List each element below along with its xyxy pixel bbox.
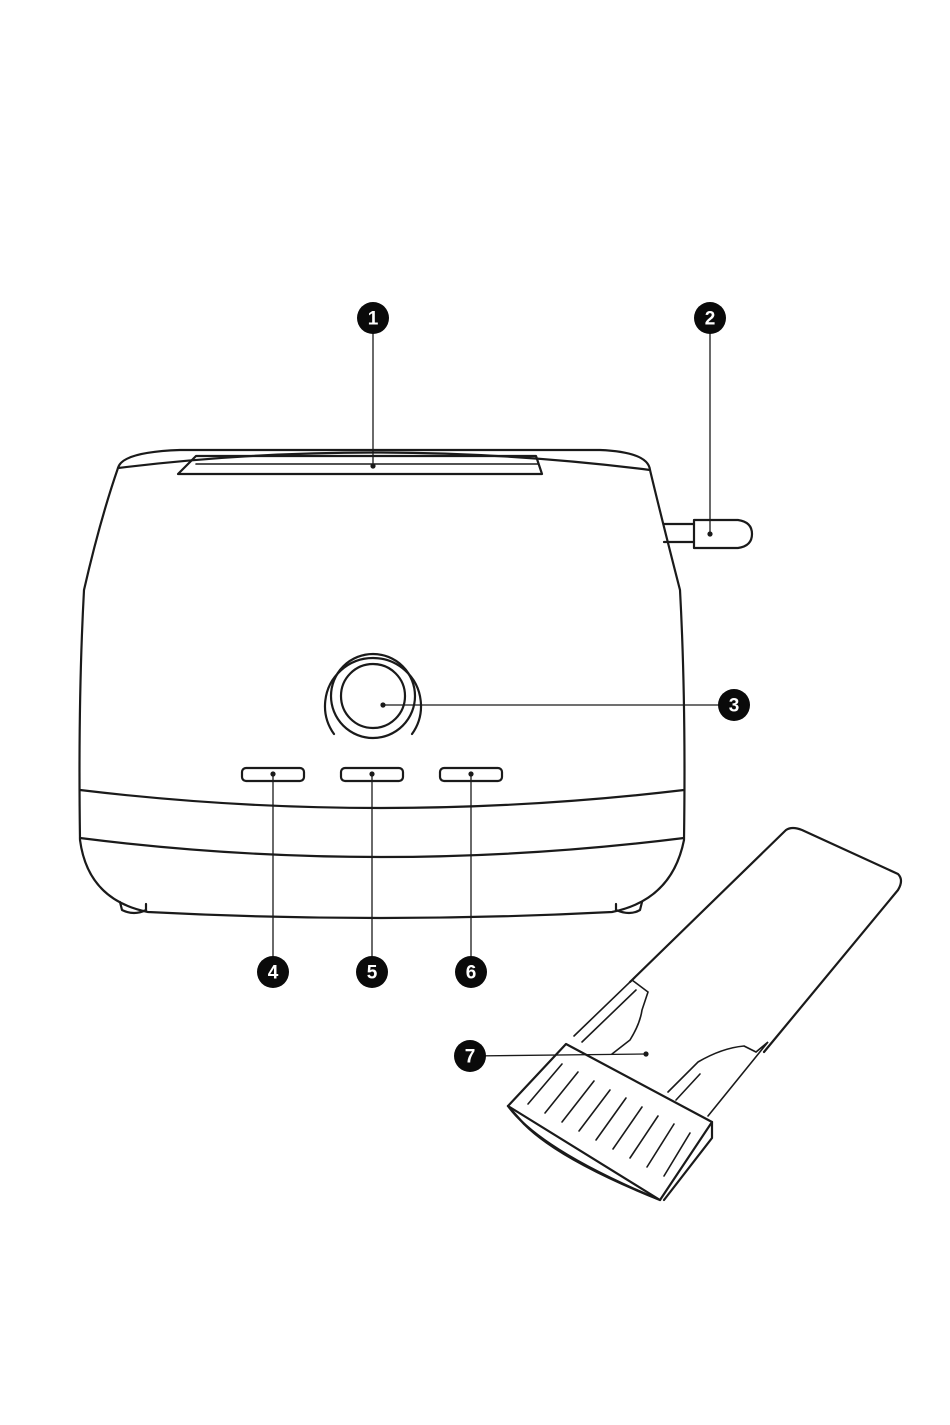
callout-1: 1: [357, 302, 389, 334]
callout-6: 6: [455, 956, 487, 988]
callout-label: 2: [705, 309, 716, 330]
toaster-feet: [120, 902, 642, 913]
bread-slot: [178, 456, 542, 474]
browning-dial[interactable]: [325, 654, 421, 738]
callout-label: 4: [268, 963, 279, 984]
callout-4: 4: [257, 956, 289, 988]
callout-3: 3: [718, 689, 750, 721]
toaster-body: [80, 450, 685, 918]
callout-5: 5: [356, 956, 388, 988]
callout-label: 7: [465, 1047, 476, 1068]
crumb-tray-grip: [528, 1064, 690, 1176]
callout-label: 5: [367, 963, 378, 984]
callout-label: 3: [729, 696, 740, 717]
callout-2: 2: [694, 302, 726, 334]
callout-label: 6: [466, 963, 477, 984]
callout-label: 1: [368, 309, 379, 330]
callout-7: 7: [454, 1040, 486, 1072]
crumb-tray[interactable]: [508, 828, 901, 1200]
leader-lines: [270, 318, 734, 1057]
